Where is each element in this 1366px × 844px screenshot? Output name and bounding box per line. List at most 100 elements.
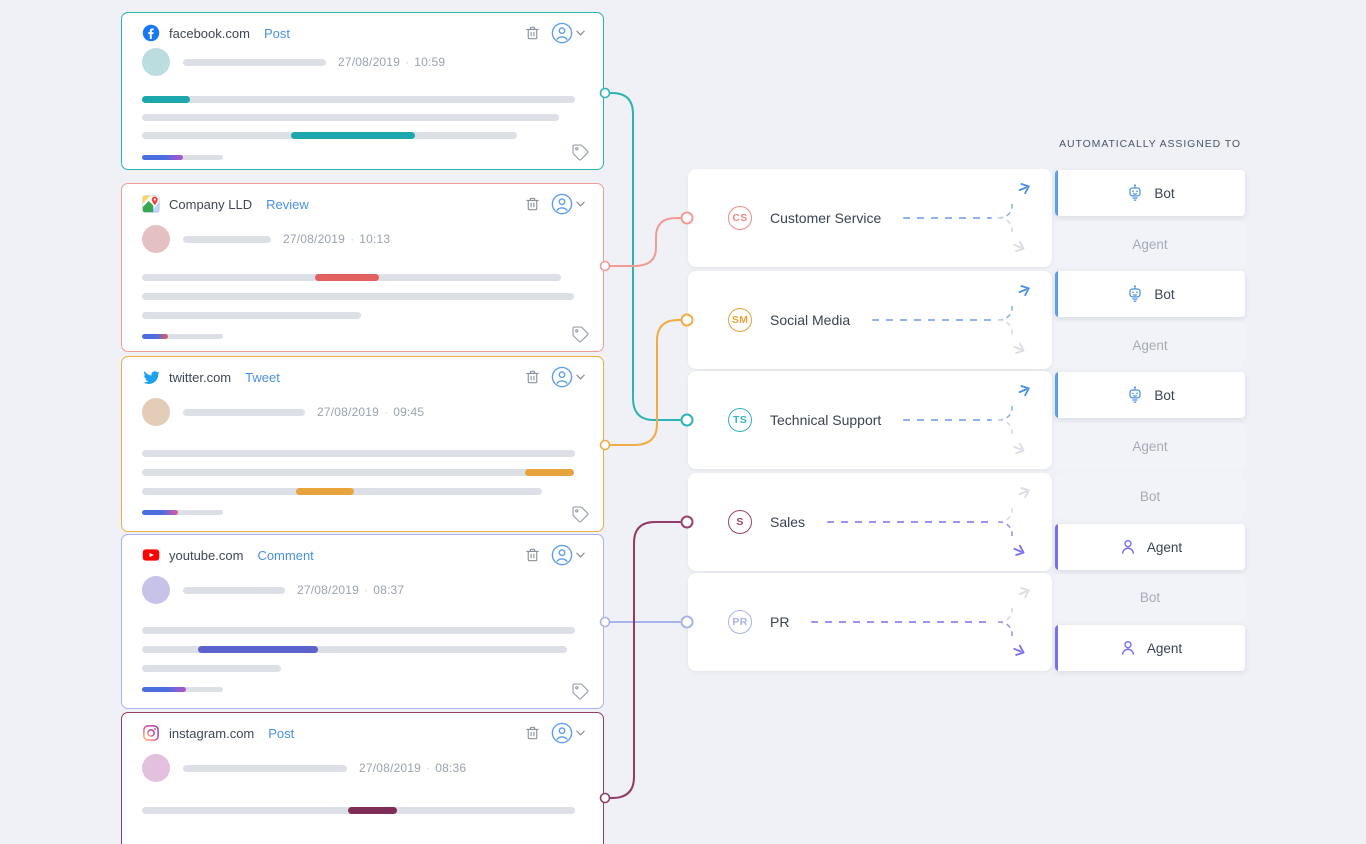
tag-button[interactable] bbox=[571, 325, 590, 344]
tag-button[interactable] bbox=[571, 143, 590, 162]
assign-user-button[interactable] bbox=[551, 22, 585, 44]
assign-user-button[interactable] bbox=[551, 544, 585, 566]
assign-option-bot-social-media[interactable]: Bot bbox=[1055, 271, 1245, 317]
twitter-icon bbox=[142, 368, 160, 386]
active-indicator-bar bbox=[1055, 170, 1058, 216]
post-card-youtube[interactable]: youtube.com Comment 27/08/2019·08:37 bbox=[121, 534, 604, 709]
chevron-down-icon bbox=[576, 374, 585, 380]
avatar bbox=[142, 225, 170, 253]
assign-user-button[interactable] bbox=[551, 722, 585, 744]
post-domain: twitter.com bbox=[169, 369, 232, 385]
placeholder-name-bar bbox=[183, 408, 305, 416]
assign-option-bot-customer-service[interactable]: Bot bbox=[1055, 170, 1245, 216]
placeholder-bar bbox=[142, 469, 574, 476]
post-datetime: 27/08/2019·08:36 bbox=[359, 761, 467, 775]
category-label: Customer Service bbox=[770, 210, 882, 226]
connector-company-customer-service bbox=[606, 217, 681, 267]
routing-dashed-line bbox=[903, 419, 992, 421]
assign-option-agent-customer-service[interactable]: Agent bbox=[1055, 221, 1245, 267]
active-indicator-bar bbox=[1055, 372, 1058, 418]
placeholder-name-bar bbox=[183, 764, 347, 772]
assign-option-label: Bot bbox=[1154, 286, 1175, 302]
routing-fork bbox=[997, 183, 1030, 252]
assign-option-bot-sales[interactable]: Bot bbox=[1055, 473, 1245, 519]
placeholder-bar bbox=[142, 627, 575, 634]
route-arrow-agent bbox=[1013, 240, 1025, 252]
placeholder-progress-bar bbox=[142, 687, 223, 692]
post-card-company-review[interactable]: Company LLD Review 27/08/2019·10:13 bbox=[121, 183, 604, 352]
avatar bbox=[142, 754, 170, 782]
placeholder-progress-bar bbox=[142, 334, 223, 339]
tag-icon bbox=[572, 506, 589, 523]
delete-button[interactable] bbox=[524, 546, 541, 564]
bot-icon bbox=[1129, 285, 1141, 302]
delete-button[interactable] bbox=[524, 368, 541, 386]
routing-fork bbox=[997, 385, 1030, 454]
post-type-link[interactable]: Tweet bbox=[245, 369, 280, 385]
routing-dashed-line bbox=[903, 217, 992, 219]
assign-option-label: Agent bbox=[1132, 438, 1168, 454]
assign-option-bot-pr[interactable]: Bot bbox=[1055, 574, 1245, 620]
assign-option-agent-sales[interactable]: Agent bbox=[1055, 524, 1245, 570]
category-card-pr[interactable]: PR PR bbox=[688, 573, 1052, 671]
placeholder-bar bbox=[142, 293, 574, 300]
google-maps-icon bbox=[142, 195, 160, 213]
category-label: Social Media bbox=[770, 312, 851, 328]
post-domain: instagram.com bbox=[169, 725, 255, 741]
delete-button[interactable] bbox=[524, 24, 541, 42]
active-indicator-bar bbox=[1055, 524, 1058, 570]
post-datetime: 27/08/2019·08:37 bbox=[297, 583, 405, 597]
category-card-technical-support[interactable]: TS Technical Support bbox=[688, 371, 1052, 469]
category-badge: CS bbox=[728, 206, 752, 230]
placeholder-name-bar bbox=[183, 586, 285, 594]
assign-option-agent-technical-support[interactable]: Agent bbox=[1055, 423, 1245, 469]
post-type-link[interactable]: Post bbox=[268, 725, 295, 741]
assign-option-agent-pr[interactable]: Agent bbox=[1055, 625, 1245, 671]
bot-icon bbox=[1129, 184, 1141, 201]
post-card-facebook[interactable]: facebook.com Post 27/08/2019·10:59 bbox=[121, 12, 604, 170]
category-badge: TS bbox=[728, 408, 752, 432]
placeholder-progress-bar bbox=[142, 510, 223, 515]
assign-option-label: Agent bbox=[1146, 539, 1183, 555]
assign-option-bot-technical-support[interactable]: Bot bbox=[1055, 372, 1245, 418]
active-indicator-bar bbox=[1055, 625, 1058, 671]
delete-button[interactable] bbox=[524, 724, 541, 742]
category-label: Technical Support bbox=[770, 412, 882, 428]
avatar bbox=[142, 576, 170, 604]
delete-button[interactable] bbox=[524, 195, 541, 213]
post-card-instagram[interactable]: instagram.com Post 27/08/2019·08:36 bbox=[121, 712, 604, 844]
post-type-link[interactable]: Post bbox=[263, 25, 290, 41]
facebook-icon bbox=[142, 24, 160, 42]
avatar bbox=[142, 398, 170, 426]
tag-button[interactable] bbox=[571, 682, 590, 701]
category-badge: S bbox=[728, 510, 752, 534]
post-type-link[interactable]: Comment bbox=[257, 547, 314, 563]
tag-icon bbox=[572, 326, 589, 343]
post-datetime: 27/08/2019·10:13 bbox=[283, 232, 391, 246]
assign-option-agent-social-media[interactable]: Agent bbox=[1055, 322, 1245, 368]
placeholder-progress-bar bbox=[142, 155, 223, 160]
assign-user-button[interactable] bbox=[551, 366, 585, 388]
post-type-link[interactable]: Review bbox=[266, 196, 309, 212]
chevron-down-icon bbox=[576, 201, 585, 207]
post-card-twitter[interactable]: twitter.com Tweet 27/08/2019·09:45 bbox=[121, 356, 604, 532]
bot-icon bbox=[1129, 386, 1141, 403]
route-arrow-bot bbox=[1018, 385, 1030, 397]
tag-button[interactable] bbox=[571, 505, 590, 524]
category-card-sales[interactable]: S Sales bbox=[688, 473, 1052, 571]
post-domain: Company LLD bbox=[169, 196, 253, 212]
post-domain: youtube.com bbox=[169, 547, 244, 563]
route-arrow-agent bbox=[1013, 644, 1025, 656]
connector-facebook-technical-support bbox=[606, 92, 681, 421]
assign-option-label: Agent bbox=[1132, 337, 1168, 353]
category-card-customer-service[interactable]: CS Customer Service bbox=[688, 169, 1052, 267]
tag-icon bbox=[572, 144, 589, 161]
routing-dashed-line bbox=[827, 521, 992, 523]
placeholder-bar bbox=[142, 488, 542, 495]
placeholder-bar bbox=[142, 274, 561, 281]
route-arrow-bot bbox=[1018, 285, 1030, 297]
category-card-social-media[interactable]: SM Social Media bbox=[688, 271, 1052, 369]
assign-user-button[interactable] bbox=[551, 193, 585, 215]
routing-fork bbox=[997, 587, 1030, 656]
placeholder-bar bbox=[142, 450, 575, 457]
